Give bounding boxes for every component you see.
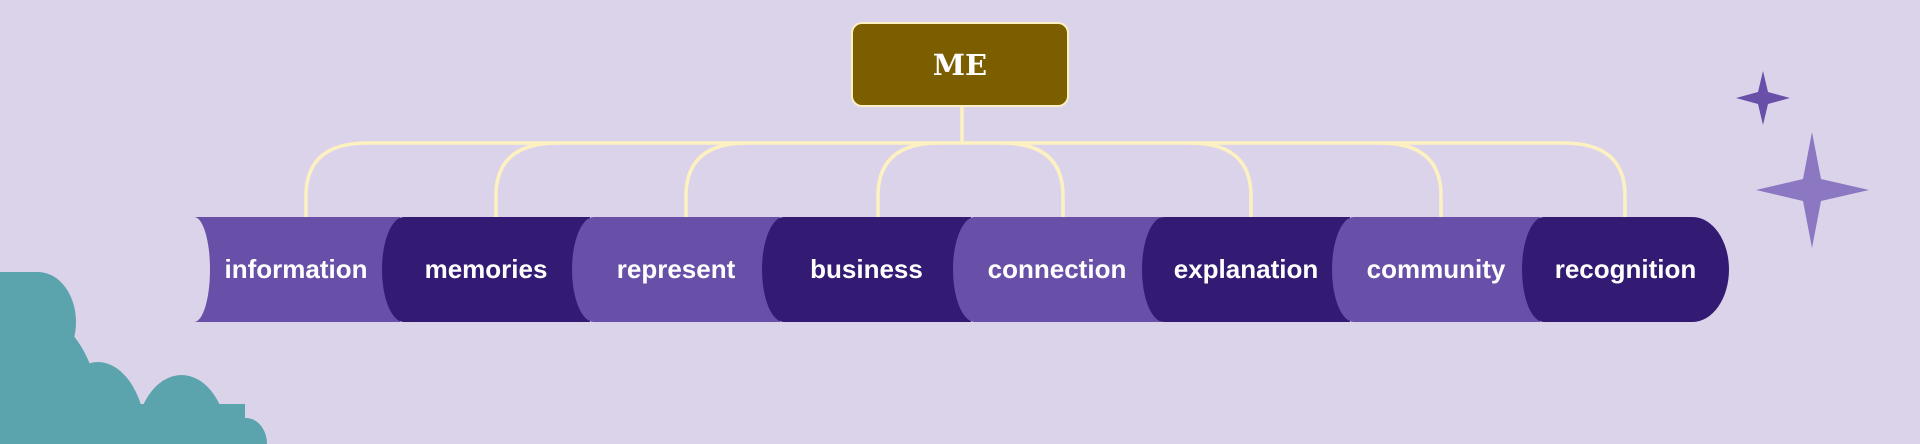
node-community: community [1332,217,1540,322]
root-node-me: ME [851,22,1069,107]
node-label: business [810,254,923,284]
sparkle-large-icon [1756,132,1869,248]
node-memories: memories [382,217,590,322]
node-business: business [762,217,971,322]
node-label: information [224,254,368,284]
node-label: explanation [1173,254,1319,284]
node-label: connection [987,254,1127,284]
connector-5 [1001,141,1065,217]
connector-4 [876,141,940,217]
connector-6 [1189,141,1253,217]
node-label: represent [616,254,736,284]
node-label: recognition [1554,254,1697,284]
node-label: memories [424,254,548,284]
bar-left-notch [178,217,210,322]
connector-1 [304,141,368,217]
node-connection: connection [953,217,1161,322]
node-represent: represent [572,217,780,322]
node-explanation: explanation [1142,217,1350,322]
connector-2 [494,141,558,217]
node-recognition: recognition [1522,217,1729,322]
connector-7 [1379,141,1443,217]
node-label: community [1366,254,1506,284]
connector-3 [684,141,748,217]
connector-8 [1563,141,1627,217]
node-information: information [192,217,400,322]
sparkle-small-icon [1736,71,1790,125]
